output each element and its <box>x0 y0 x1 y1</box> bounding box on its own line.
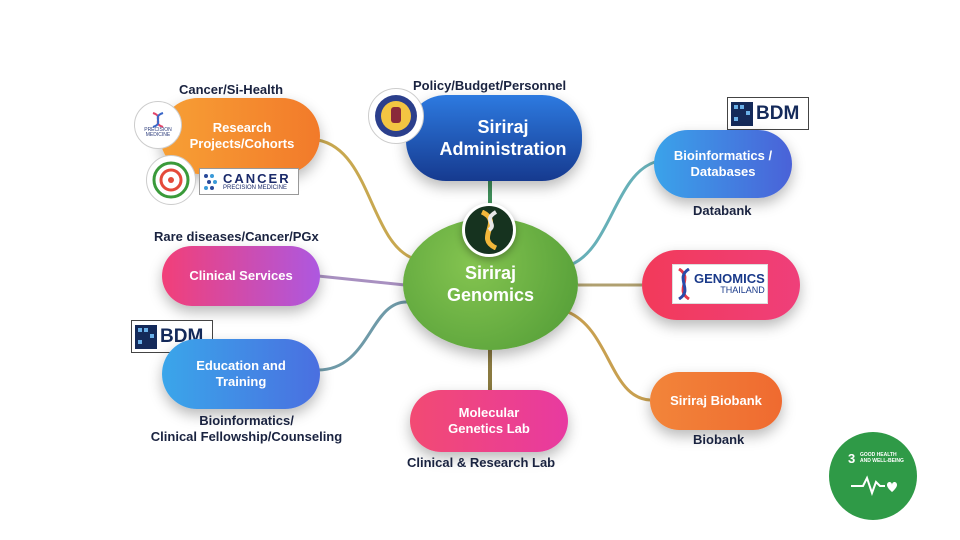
research-projects-node[interactable]: Research Projects/Cohorts <box>160 98 320 174</box>
target-icon <box>152 161 190 199</box>
education-caption: Bioinformatics/ Clinical Fellowship/Coun… <box>150 413 343 444</box>
education-training-node[interactable]: Education and Training <box>162 339 320 409</box>
bdm-grid-icon <box>135 324 157 349</box>
siriraj-biobank-label: Siriraj Biobank <box>670 392 762 408</box>
administration-caption: Policy/Budget/Personnel <box>413 78 567 93</box>
heartbeat-icon <box>851 475 897 496</box>
siriraj-biobank-node[interactable]: Siriraj Biobank <box>650 372 782 430</box>
cancer-dots-icon <box>204 173 217 190</box>
clinical-services-node[interactable]: Clinical Services <box>162 246 320 306</box>
clinical-services-label: Clinical Services <box>189 267 293 283</box>
dna-helix-icon <box>480 210 498 250</box>
research-caption: Cancer/Si-Health <box>179 82 284 97</box>
bdm-logo-databases: BDM <box>727 97 809 130</box>
education-training-label: Education and Training <box>196 357 286 389</box>
molecular-genetics-lab-label: Molecular Genetics Lab <box>448 404 530 436</box>
siriraj-genomics-label: Siriraj Genomics <box>446 262 535 306</box>
genomics-dna-icon <box>678 268 690 300</box>
cancer-precision-medicine-logo: CANCER PRECISION MEDICINE <box>199 168 299 195</box>
bioinformatics-databases-node[interactable]: Bioinformatics / Databases <box>654 130 792 198</box>
sdg3-number: 3 <box>848 451 856 466</box>
precision-medicine-logo: PRECISION MEDICINE <box>134 101 182 149</box>
mahidol-seal-logo <box>368 88 424 144</box>
sdg3-badge: 3 GOOD HEALTH AND WELL-BEING <box>829 432 917 520</box>
siriraj-administration-node[interactable]: Siriraj Administration <box>406 95 582 181</box>
seal-icon <box>375 95 417 137</box>
siriraj-genomics-logo <box>462 203 516 257</box>
research-projects-label: Research Projects/Cohorts <box>189 119 295 151</box>
biobank-caption: Biobank <box>693 432 745 447</box>
genomics-thailand-logo: GENOMICS THAILAND <box>672 264 768 304</box>
bdm-grid-icon-right <box>731 101 753 126</box>
clinical-caption: Rare diseases/Cancer/PGx <box>154 229 319 244</box>
dna-icon <box>152 112 164 128</box>
target-logo <box>146 155 196 205</box>
molecular-genetics-lab-node[interactable]: Molecular Genetics Lab <box>410 390 568 452</box>
bioinformatics-databases-label: Bioinformatics / Databases <box>673 147 773 179</box>
bioinformatics-caption: Databank <box>693 203 752 218</box>
sdg3-label: GOOD HEALTH AND WELL-BEING <box>860 452 904 464</box>
siriraj-administration-label: Siriraj Administration <box>439 116 567 160</box>
molecular-caption: Clinical & Research Lab <box>407 455 556 470</box>
